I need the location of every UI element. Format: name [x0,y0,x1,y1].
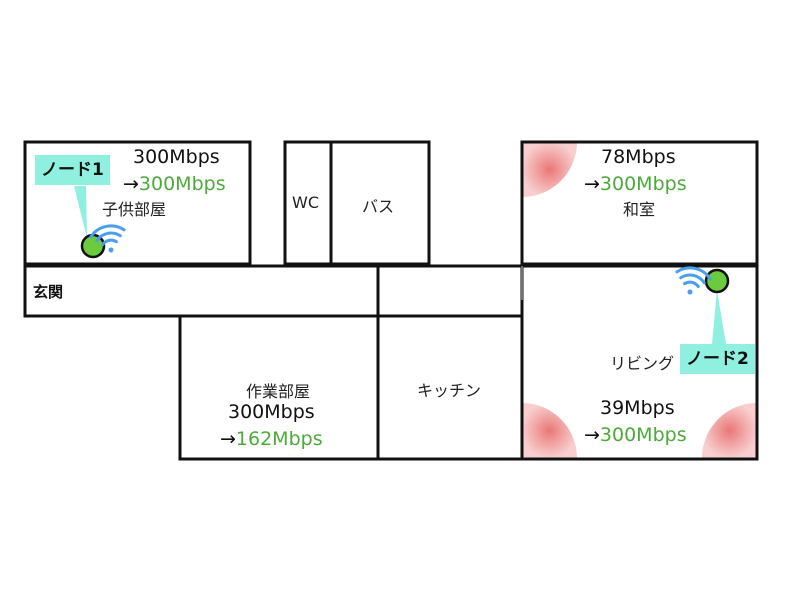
wifi-icon [89,224,126,253]
room-living-wall [520,264,759,461]
kids-speed-before: 300Mbps [133,146,220,168]
room-kitchen-name: キッチン [417,381,482,400]
living-speed-after-value: 300Mbps [599,424,687,446]
room-washitsu-name: 和室 [623,200,656,219]
arrow: → [123,173,139,195]
work-speed-after: →162Mbps [220,428,323,450]
room-entrance-name: 玄関 [33,283,64,301]
arrow: → [584,173,600,195]
room-work-name: 作業部屋 [246,382,311,401]
room-bath-name: バス [362,197,395,216]
room-entrance-wall [23,264,380,318]
room-bath-wall [329,140,431,266]
washitsu-speed-before: 78Mbps [601,146,676,168]
node1-label: ノード1 [35,155,110,185]
washitsu-speed-after: →300Mbps [584,173,687,195]
weak-signal-zone-living-right [702,403,757,458]
washitsu-speed-after-value: 300Mbps [599,173,687,195]
room-wc-name: WC [292,193,319,212]
room-kids-wall [23,140,252,266]
room-living-name: リビング [610,354,675,373]
weak-signal-zone-washitsu [522,142,577,197]
arrow: → [220,428,236,450]
kids-speed-after: →300Mbps [123,173,226,195]
node1-callout-pointer [74,186,87,238]
node2-label: ノード2 [680,344,755,374]
work-speed-before: 300Mbps [228,401,315,423]
room-kids-name: 子供部屋 [102,200,167,219]
living-speed-after: →300Mbps [584,424,687,446]
node2-callout-pointer [712,290,726,344]
living-speed-before: 39Mbps [600,397,675,419]
wifi-icon [675,266,712,295]
weak-signal-zone-living-left [522,403,577,458]
kids-speed-after-value: 300Mbps [138,173,226,195]
work-speed-after-value: 162Mbps [235,428,323,450]
room-washitsu-wall [520,140,759,266]
arrow: → [584,424,600,446]
node-dot-icon [704,268,730,294]
